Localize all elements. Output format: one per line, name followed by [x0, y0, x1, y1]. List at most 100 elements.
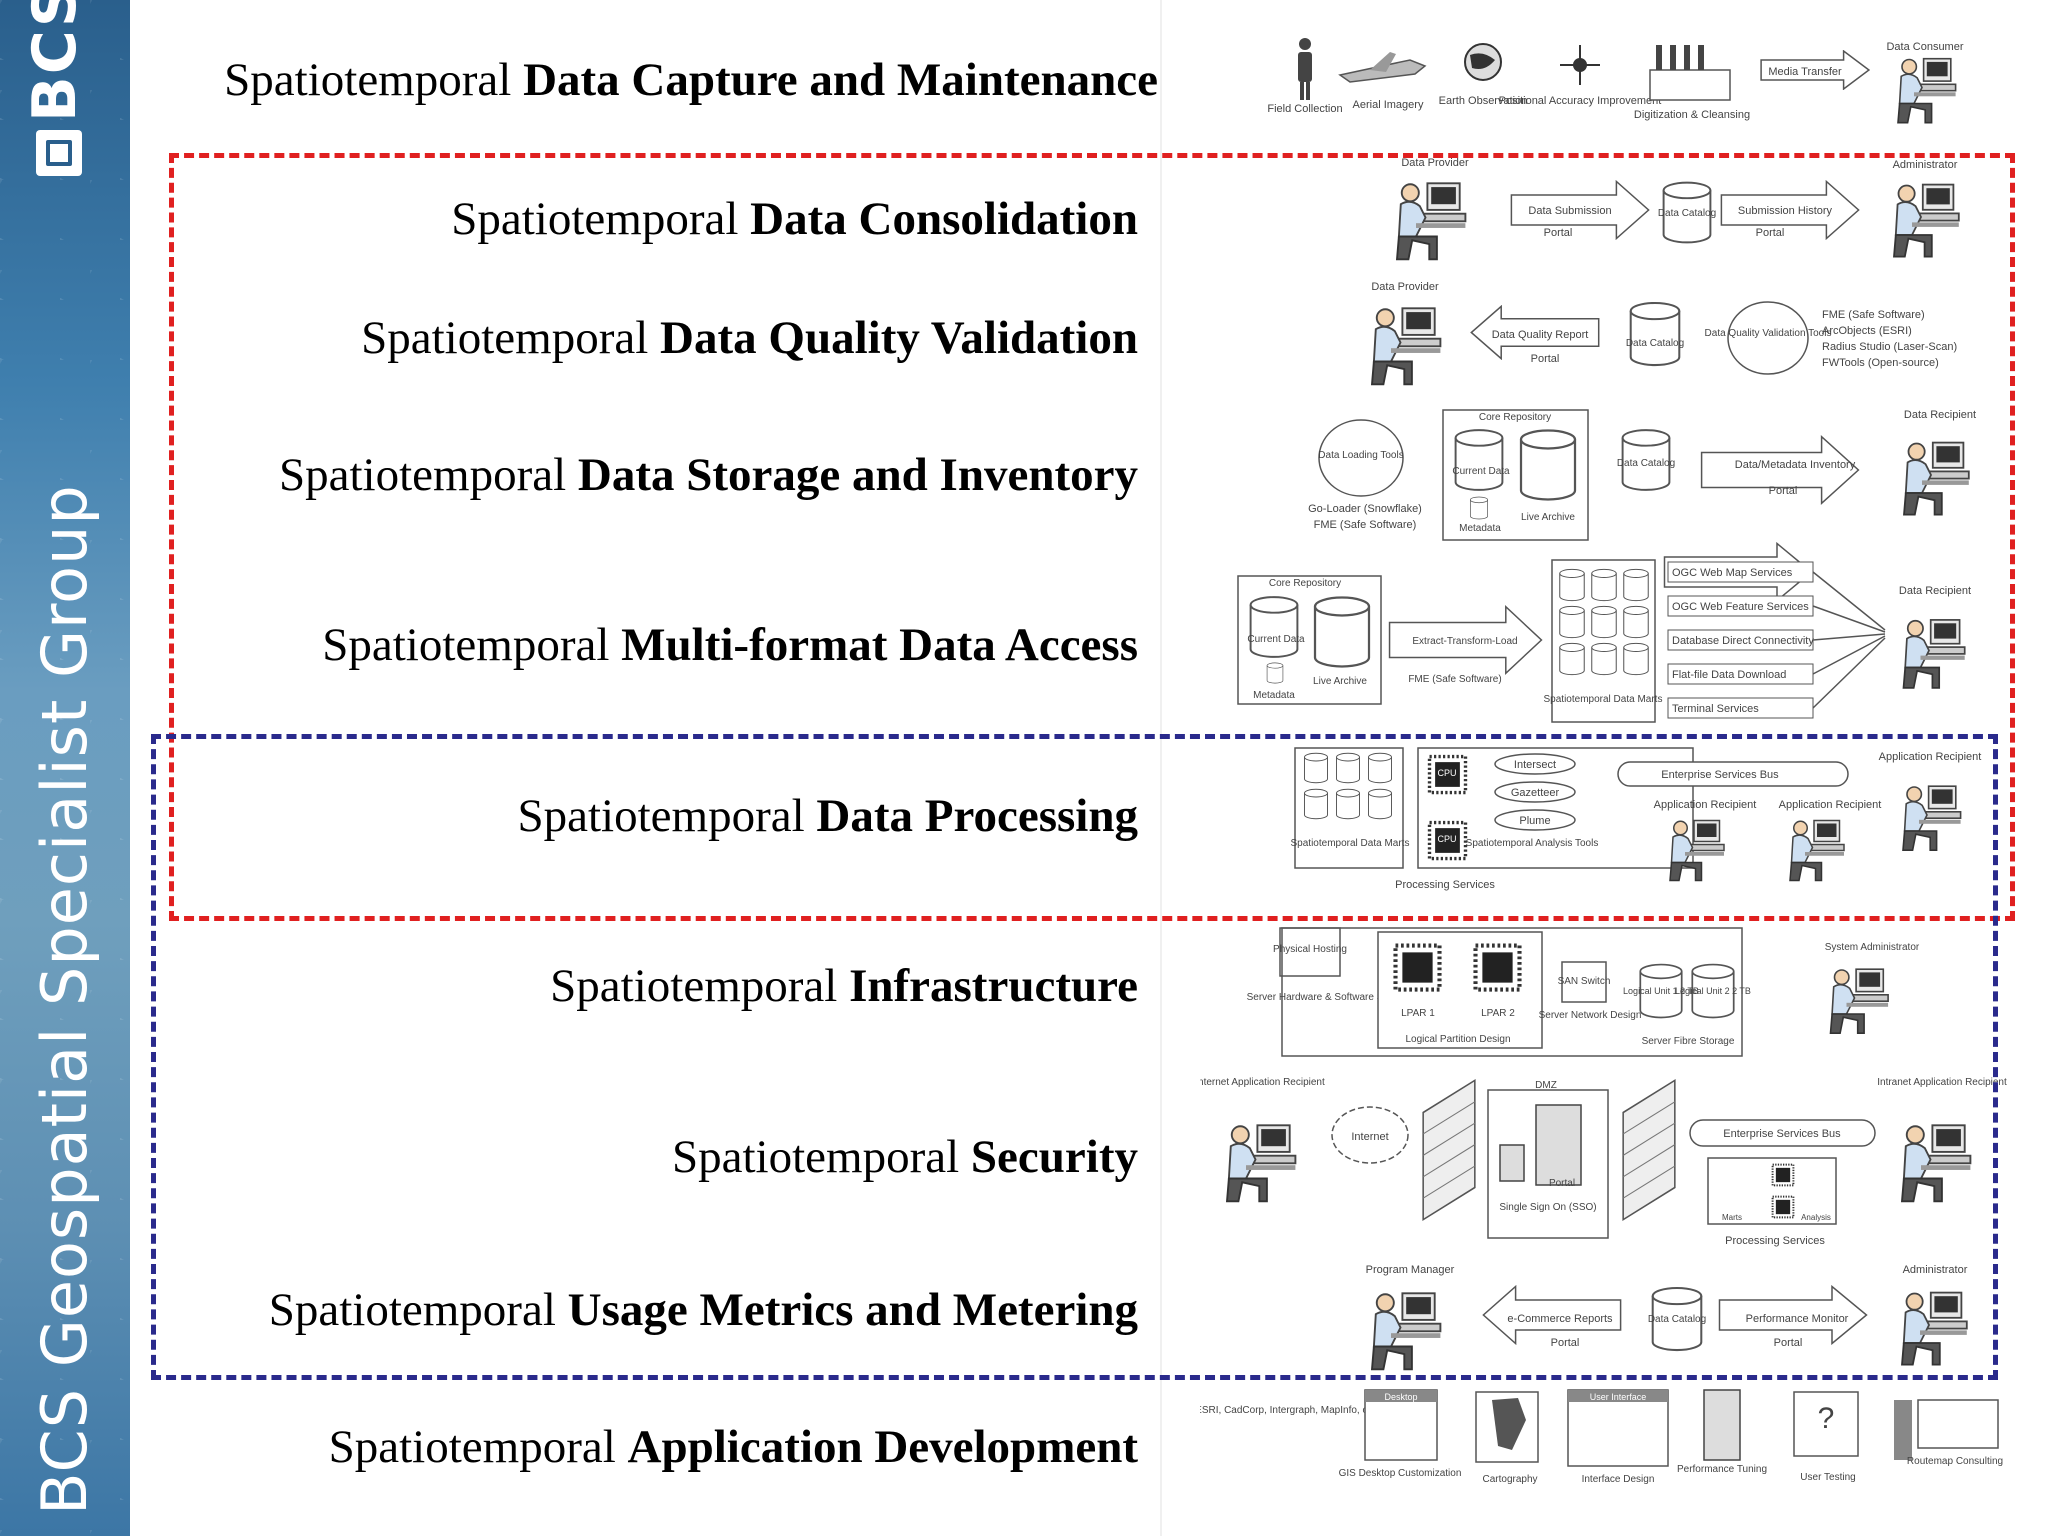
storage-catalog-label: Data Catalog [1617, 458, 1675, 469]
current-data-label: Current Data [1452, 466, 1510, 477]
security-services-label: Processing Services [1725, 1235, 1825, 1247]
quality-catalog-label: Data Catalog [1626, 338, 1684, 349]
user-testing-icon [1793, 1391, 1859, 1457]
flat-label: Flat-file Data Download [1672, 669, 1786, 681]
network-label: Server Network Design [1539, 1010, 1642, 1021]
core-repository-label: Core Repository [1479, 412, 1551, 423]
routemap-label: Routemap Consulting [1907, 1456, 2003, 1467]
fibre-label: Server Fibre Storage [1642, 1036, 1735, 1047]
data-submission-label: Data Submission [1528, 205, 1611, 217]
lpar1-label: LPAR 1 [1401, 1008, 1435, 1019]
server-icon [1499, 1144, 1525, 1182]
consultant-figure-icon [1894, 1400, 1912, 1460]
appdev-group: Autodesk, ESRI, CadCorp, Intergraph, Map… [1200, 1389, 2003, 1485]
analysis-label: Analysis [1801, 1213, 1831, 1222]
vendors-label: Autodesk, ESRI, CadCorp, Intergraph, Map… [1200, 1405, 1419, 1416]
quality-provider-label: Data Provider [1371, 281, 1439, 293]
sidebar-banner: BCS BCS Geospatial Specialist Group [0, 0, 130, 1536]
row-title-capture: Spatiotemporal Data Capture and Maintena… [224, 54, 1158, 106]
plume-pill [1494, 809, 1576, 831]
wms-label: OGC Web Map Services [1672, 567, 1793, 579]
ecommerce-reports-label: e-Commerce Reports [1507, 1313, 1613, 1325]
row-title-appdev: Spatiotemporal Application Development [328, 1421, 1138, 1473]
row-title-infrastructure: Spatiotemporal Infrastructure [550, 960, 1138, 1012]
intranet-recipient-label: Intranet Application Recipient [1877, 1077, 2007, 1088]
security-esb-label: Enterprise Services Bus [1723, 1128, 1841, 1140]
row-title-metrics: Spatiotemporal Usage Metrics and Meterin… [268, 1284, 1138, 1336]
administrator-label: Administrator [1893, 159, 1958, 171]
metadata-label: Metadata [1459, 523, 1501, 534]
field-collection-label: Field Collection [1267, 103, 1342, 115]
arcobjects-label: ArcObjects (ESRI) [1822, 325, 1912, 337]
access-core-label: Core Repository [1269, 578, 1341, 589]
access-group: Core Repository Current Data Live Archiv… [1237, 542, 1971, 723]
globe-icon [1464, 43, 1502, 81]
inventory-portal-label: Portal [1769, 485, 1798, 497]
factory-icon [1649, 45, 1731, 101]
positional-label: Positional Accuracy Improvement [1499, 95, 1662, 107]
server-spec-label: Server Hardware & Software Specification [1247, 992, 1434, 1003]
aerial-imagery-icon [1338, 52, 1427, 83]
access-current-label: Current Data [1247, 634, 1305, 645]
user-testing-label: User Testing [1800, 1472, 1855, 1483]
gis-desktop-label: GIS Desktop Customization [1339, 1468, 1462, 1479]
performance-server-icon [1703, 1389, 1741, 1461]
esb-pipe [1617, 761, 1849, 787]
consolidation-provider-label: Data Provider [1401, 157, 1469, 169]
security-group: Internet Application Recipient Internet … [1200, 1077, 2007, 1247]
aerial-imagery-label: Aerial Imagery [1353, 99, 1424, 111]
esb-label: Enterprise Services Bus [1661, 769, 1779, 781]
san-switch-box [1561, 961, 1607, 1003]
field-collection-icon [1298, 38, 1312, 100]
row-title-processing: Spatiotemporal Data Processing [517, 790, 1139, 842]
metrics-catalog-label: Data Catalog [1648, 1314, 1706, 1325]
lpar2-label: LPAR 2 [1481, 1008, 1515, 1019]
ui-label: User Interface [1590, 1392, 1647, 1402]
unit2-label: Logical Unit 2 2 TB [1675, 986, 1751, 996]
etl-label: Extract-Transform-Load [1412, 636, 1517, 647]
partition-label: Logical Partition Design [1405, 1034, 1510, 1045]
goloader-label: Go-Loader (Snowflake) [1308, 503, 1422, 515]
bcs-logo-icon [36, 130, 82, 176]
cpu-label: CPU [1437, 768, 1456, 778]
analysis-tools-label: Spatiotemporal Analysis Tools [1466, 838, 1599, 849]
compass-icon [1560, 45, 1600, 85]
sysadmin-label: System Administrator [1825, 942, 1920, 953]
app-recipient-label: Application Recipient [1654, 799, 1757, 811]
access-live-label: Live Archive [1313, 676, 1367, 687]
processing-group: Spatiotemporal Data Marts CPU CPU Inters… [1291, 747, 1981, 891]
hosting-label: Physical Hosting [1273, 944, 1347, 955]
desktop-titlebar [1365, 1390, 1437, 1402]
performance-monitor-label: Performance Monitor [1746, 1313, 1849, 1325]
app-recipient-label: Application Recipient [1779, 799, 1882, 811]
submission-history-label: Submission History [1738, 205, 1833, 217]
reports-portal-label: Portal [1551, 1337, 1580, 1349]
intersect-pill [1494, 753, 1576, 775]
wfs-label: OGC Web Feature Services [1672, 601, 1809, 613]
radius-label: Radius Studio (Laser-Scan) [1822, 341, 1957, 353]
metrics-group: Program Manager e-Commerce Reports Porta… [1366, 1264, 1968, 1371]
performance-label: Performance Tuning [1677, 1464, 1767, 1475]
terminal-label: Terminal Services [1672, 703, 1759, 715]
digitization-label: Digitization & Cleansing [1634, 109, 1750, 121]
group-name: BCS Geospatial Specialist Group [28, 484, 101, 1515]
cartography-label: Cartography [1482, 1474, 1537, 1485]
quality-report-label: Data Quality Report [1492, 329, 1589, 341]
history-portal-label: Portal [1756, 227, 1785, 239]
media-transfer-label: Media Transfer [1768, 66, 1842, 78]
earth-label: Earth Observation [1439, 95, 1528, 107]
access-metadata-label: Metadata [1253, 690, 1295, 701]
sidebar-map-texture [0, 0, 130, 1536]
row-title-access: Spatiotemporal Multi-format Data Access [322, 619, 1138, 671]
storage-fme-label: FME (Safe Software) [1314, 519, 1417, 531]
live-archive-label: Live Archive [1521, 512, 1575, 523]
consolidation-group: Data Provider Data Submission Portal Dat… [1396, 157, 1960, 261]
quality-group: Data Provider Data Quality Report Portal… [1371, 281, 1957, 386]
architecture-diagram: Field Collection Aerial Imagery Earth Ob… [1200, 38, 2007, 1485]
program-manager-label: Program Manager [1366, 1264, 1455, 1276]
internet-recipient-label: Internet Application Recipient [1200, 1077, 1325, 1088]
fme-label: FME (Safe Software) [1822, 309, 1925, 321]
sso-label: Single Sign On (SSO) [1499, 1202, 1596, 1213]
unit1-label: Logical Unit 1 2 TB [1623, 986, 1699, 996]
gazetteer-label: Gazetteer [1511, 787, 1560, 799]
